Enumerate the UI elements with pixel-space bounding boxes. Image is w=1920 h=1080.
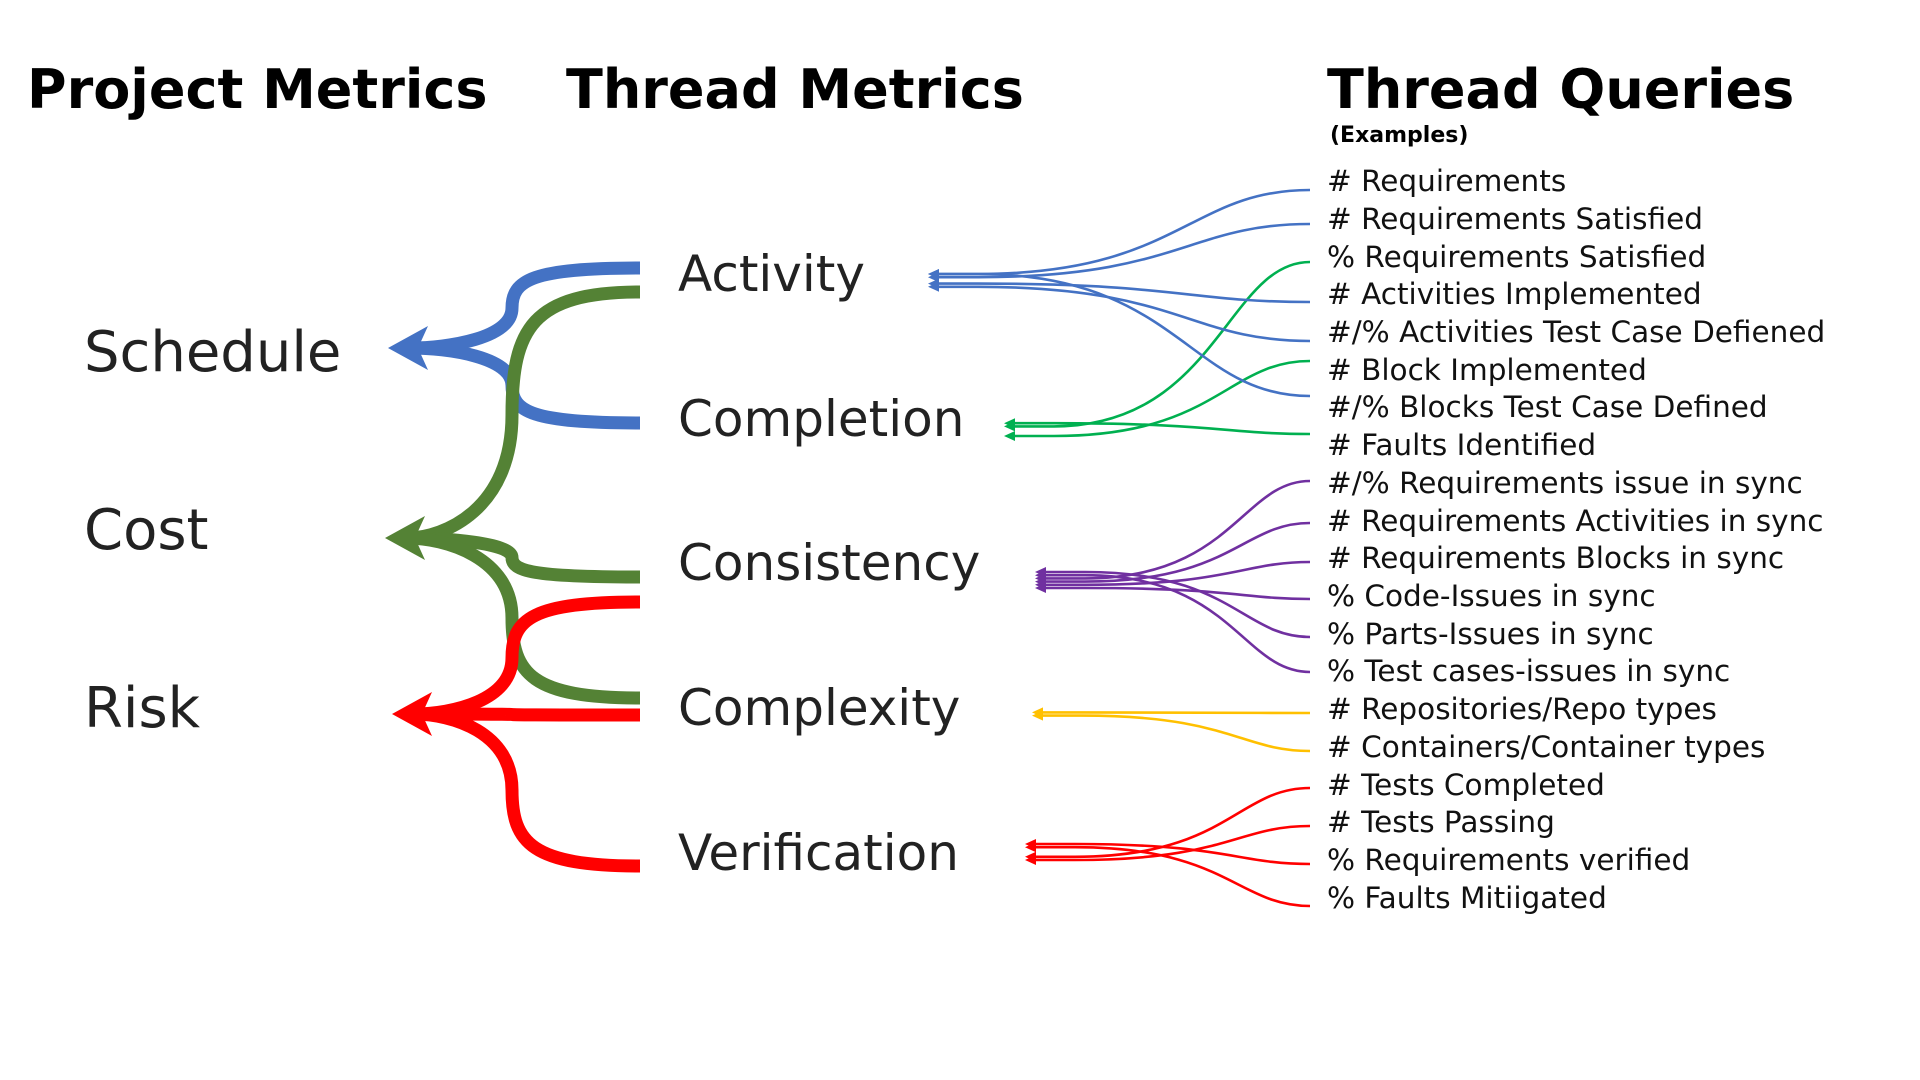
query-connector xyxy=(1040,711,1311,715)
query-connector xyxy=(1043,570,1311,639)
query-connector xyxy=(936,282,1311,304)
query-item: % Requirements verified xyxy=(1327,843,1690,877)
project-metrics-heading: Project Metrics xyxy=(27,58,488,121)
query-connector xyxy=(936,285,1311,343)
thread-metric-consistency: Consistency xyxy=(678,534,980,592)
query-connector xyxy=(1012,260,1311,428)
query-connector xyxy=(936,222,1311,279)
query-item: # Containers/Container types xyxy=(1327,730,1765,764)
query-item: % Faults Mitiigated xyxy=(1327,881,1607,915)
query-item: % Code-Issues in sync xyxy=(1327,579,1656,613)
query-item: # Requirements Blocks in sync xyxy=(1327,541,1784,575)
query-item: # Tests Completed xyxy=(1327,768,1605,802)
thread-metric-activity: Activity xyxy=(678,245,865,303)
query-arrowhead xyxy=(1032,710,1043,721)
query-arrowhead xyxy=(1004,418,1015,429)
thread-metric-completion: Completion xyxy=(678,390,964,448)
connector-activity-to-cost xyxy=(406,285,641,545)
connector-complexity-to-cost xyxy=(406,531,641,705)
query-connector xyxy=(1033,786,1311,859)
query-item: # Tests Passing xyxy=(1327,805,1555,839)
query-connector xyxy=(1033,824,1311,862)
query-item: #/% Requirements issue in sync xyxy=(1327,466,1803,500)
query-arrowhead xyxy=(1035,583,1046,593)
query-item: # Activities Implemented xyxy=(1327,277,1702,311)
query-connectors xyxy=(928,188,1311,908)
query-arrowhead xyxy=(928,269,939,279)
query-connector xyxy=(936,272,1311,398)
query-connector xyxy=(1043,573,1311,674)
query-connector xyxy=(1033,842,1311,866)
query-item: # Requirements xyxy=(1327,164,1566,198)
query-connector xyxy=(1043,521,1311,583)
query-item: % Parts-Issues in sync xyxy=(1327,617,1654,651)
project-metric-risk: Risk xyxy=(84,676,201,741)
query-arrowhead xyxy=(1004,431,1015,441)
query-item: #/% Activities Test Case Defiened xyxy=(1327,315,1825,349)
query-connector xyxy=(1012,421,1311,436)
query-arrowhead xyxy=(1035,570,1046,581)
query-connector xyxy=(1033,845,1311,908)
query-item: # Repositories/Repo types xyxy=(1327,692,1717,726)
query-connector xyxy=(1040,714,1311,753)
query-item: # Faults Identified xyxy=(1327,428,1596,462)
project-metric-connectors xyxy=(385,261,641,873)
thread-metric-complexity: Complexity xyxy=(678,679,960,737)
project-metric-cost: Cost xyxy=(84,498,209,563)
query-connector xyxy=(1012,359,1311,438)
thread-queries-heading: Thread Queries xyxy=(1327,58,1794,121)
schedule-arrowhead xyxy=(388,326,428,370)
thread-query-list: # Requirements # Requirements Satisfied … xyxy=(1327,164,1825,915)
query-connector xyxy=(1043,560,1311,587)
project-metric-schedule: Schedule xyxy=(84,320,341,385)
risk-arrowhead xyxy=(392,692,432,736)
query-item: #/% Blocks Test Case Defined xyxy=(1327,390,1768,424)
query-item: # Block Implemented xyxy=(1327,353,1647,387)
thread-metric-verification: Verification xyxy=(678,824,959,882)
query-item: % Test cases-issues in sync xyxy=(1327,654,1730,688)
query-connector xyxy=(936,188,1311,276)
query-item: % Requirements Satisfied xyxy=(1327,240,1706,274)
query-item: # Requirements Activities in sync xyxy=(1327,504,1824,538)
query-item: # Requirements Satisfied xyxy=(1327,202,1703,236)
query-arrowhead xyxy=(1025,855,1036,865)
query-arrowhead xyxy=(1025,842,1036,853)
connector-verification-to-risk xyxy=(413,707,641,873)
connector-completion-to-schedule xyxy=(409,341,641,430)
cost-arrowhead xyxy=(385,516,425,560)
thread-queries-examples-note: (Examples) xyxy=(1330,123,1468,148)
query-arrowhead xyxy=(928,281,939,292)
thread-metrics-heading: Thread Metrics xyxy=(566,58,1024,121)
query-connector xyxy=(1043,586,1311,601)
